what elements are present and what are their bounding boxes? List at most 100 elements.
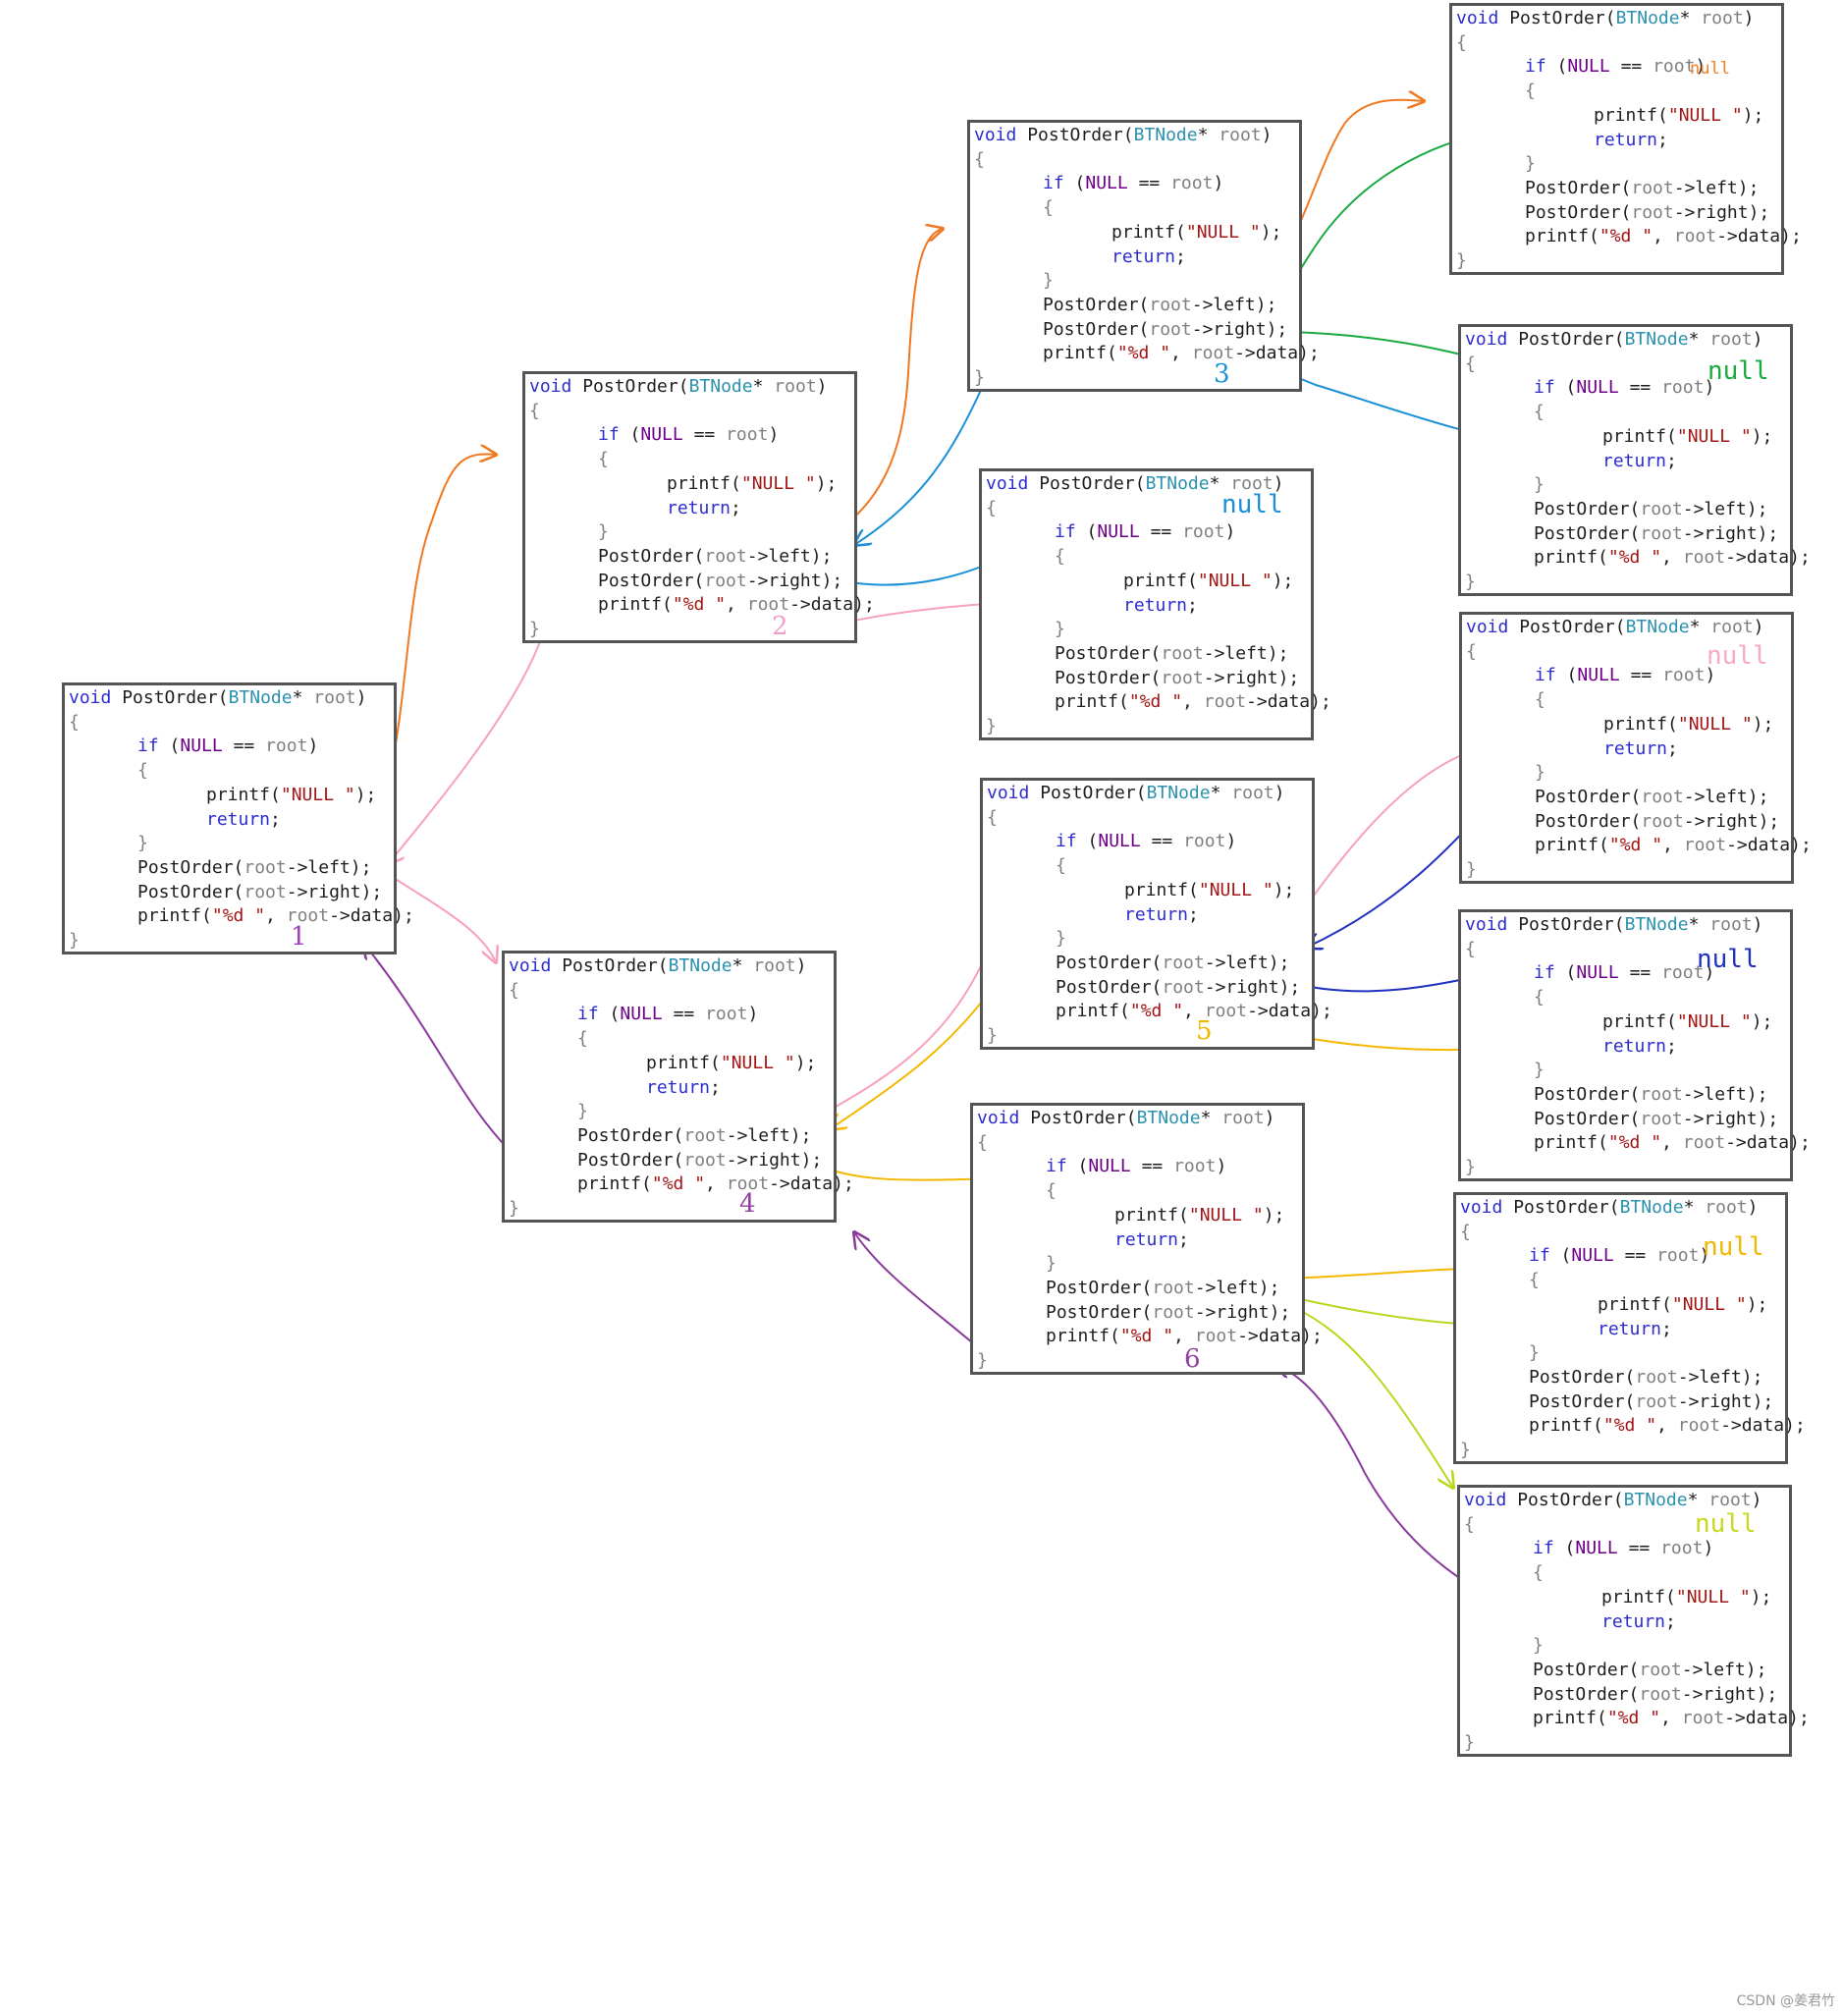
signature-line: void PostOrder(BTNode* root): [1464, 1490, 1762, 1511]
code-token: "%d ": [651, 1173, 706, 1195]
code-token: }: [509, 1198, 519, 1219]
code-token: PostOrder(: [1055, 667, 1162, 688]
code-token: ): [1752, 329, 1763, 350]
code-token: root: [1231, 783, 1274, 803]
code-token: ,: [1173, 1326, 1195, 1347]
code-token: }: [977, 1350, 988, 1371]
code-token: *: [732, 955, 754, 976]
if-line: if (NULL == root): [1533, 1538, 1713, 1559]
printf-null-line: printf("NULL ");: [1602, 1011, 1772, 1033]
left-call-line: PostOrder(root->left);: [1529, 1367, 1762, 1389]
inner-close-brace: }: [577, 1101, 588, 1122]
code-token: PostOrder(: [1525, 201, 1632, 223]
code-token: root: [1194, 1326, 1238, 1347]
close-brace: }: [1466, 859, 1477, 881]
return-line: return;: [1594, 130, 1668, 151]
printf-data-line: printf("%d ", root->data);: [1055, 691, 1331, 713]
code-token: void: [987, 783, 1030, 803]
code-token: PostOrder(: [1043, 318, 1150, 340]
code-token: PostOrder(: [111, 687, 229, 708]
code-token: ): [1699, 1245, 1710, 1267]
code-token: {: [137, 760, 148, 782]
printf-null-line: printf("NULL ");: [646, 1053, 816, 1074]
code-token: ): [1704, 962, 1715, 984]
return-line: return;: [1123, 595, 1198, 617]
code-token: ,: [705, 1173, 727, 1195]
code-token: root: [726, 1173, 770, 1195]
code-token: ;: [731, 497, 741, 518]
inner-open-brace: {: [1046, 1180, 1057, 1202]
code-token: );: [1751, 425, 1773, 447]
code-token: if: [1534, 377, 1555, 399]
code-token: ->right);: [1194, 1301, 1291, 1323]
inner-close-brace: }: [1525, 153, 1536, 175]
code-token: ==: [1617, 1538, 1661, 1559]
inner-close-brace: }: [1043, 270, 1054, 292]
return-line: return;: [1601, 1611, 1676, 1633]
left-call-line: PostOrder(root->left);: [577, 1125, 811, 1147]
code-token: root: [1653, 56, 1696, 78]
code-token: ,: [1182, 691, 1204, 713]
code-token: root: [1673, 226, 1717, 247]
code-token: ;: [710, 1076, 721, 1098]
code-token: return: [1603, 737, 1668, 759]
code-token: root: [1635, 1366, 1678, 1388]
if-line: if (NULL == root): [137, 736, 318, 757]
code-token: printf(: [206, 784, 281, 805]
code-token: root: [244, 856, 287, 878]
open-brace: {: [509, 980, 519, 1002]
code-token: root: [726, 424, 769, 446]
printf-data-line: printf("%d ", root->data);: [1043, 343, 1320, 364]
code-token: NULL: [620, 1004, 663, 1025]
code-token: PostOrder(: [1507, 329, 1625, 350]
code-token: "%d ": [672, 594, 727, 616]
code-token: "NULL ": [1677, 713, 1753, 735]
open-brace: {: [529, 401, 540, 422]
return-line: return;: [1603, 738, 1678, 760]
code-token: }: [986, 716, 997, 736]
code-token: ->right);: [746, 570, 843, 591]
null-annotation: null: [1703, 1232, 1764, 1262]
code-token: ==: [1127, 173, 1171, 194]
code-token: *: [1689, 617, 1711, 637]
code-token: ;: [1657, 129, 1668, 150]
return-line: return;: [206, 809, 281, 831]
code-token: {: [577, 1028, 588, 1050]
printf-null-line: printf("NULL ");: [206, 785, 376, 806]
code-token: root: [1230, 473, 1274, 494]
code-token: );: [354, 784, 377, 805]
if-line: if (NULL == root): [1043, 173, 1223, 194]
code-token: root: [683, 1149, 727, 1171]
right-call-line: PostOrder(root->right);: [1534, 523, 1778, 545]
left-call-line: PostOrder(root->left);: [1525, 178, 1759, 199]
code-token: "%d ": [1128, 691, 1183, 713]
inner-close-brace: }: [1529, 1342, 1540, 1364]
inner-open-brace: {: [1534, 402, 1545, 423]
code-token: PostOrder(: [1019, 1108, 1137, 1128]
code-token: PostOrder(: [1028, 473, 1146, 494]
code-token: root: [1219, 125, 1262, 145]
code-token: ): [1264, 1108, 1275, 1128]
signature-line: void PostOrder(BTNode* root): [1460, 1197, 1759, 1219]
printf-data-line: printf("%d ", root->data);: [1533, 1708, 1810, 1729]
code-token: BTNode: [1623, 1490, 1688, 1510]
code-token: ): [795, 955, 807, 976]
code-token: BTNode: [688, 376, 753, 397]
signature-line: void PostOrder(BTNode* root): [509, 955, 807, 977]
open-brace: {: [1464, 1514, 1475, 1536]
printf-null-line: printf("NULL ");: [1111, 222, 1281, 244]
code-token: PostOrder(: [577, 1124, 684, 1146]
open-brace: {: [1465, 354, 1476, 375]
signature-line: void PostOrder(BTNode* root): [986, 473, 1284, 495]
code-token: BTNode: [1624, 914, 1689, 935]
code-token: {: [509, 979, 519, 1001]
code-token: return: [1111, 245, 1176, 267]
code-token: "NULL ": [740, 472, 816, 494]
open-brace: {: [974, 149, 985, 171]
postorder-frame-f6: void PostOrder(BTNode* root){if (NULL ==…: [970, 1103, 1323, 1375]
return-line: return;: [1598, 1319, 1672, 1340]
code-token: ,: [1660, 1708, 1682, 1729]
code-token: ): [307, 736, 319, 757]
code-token: "NULL ": [1667, 104, 1743, 126]
code-token: *: [1209, 473, 1231, 494]
